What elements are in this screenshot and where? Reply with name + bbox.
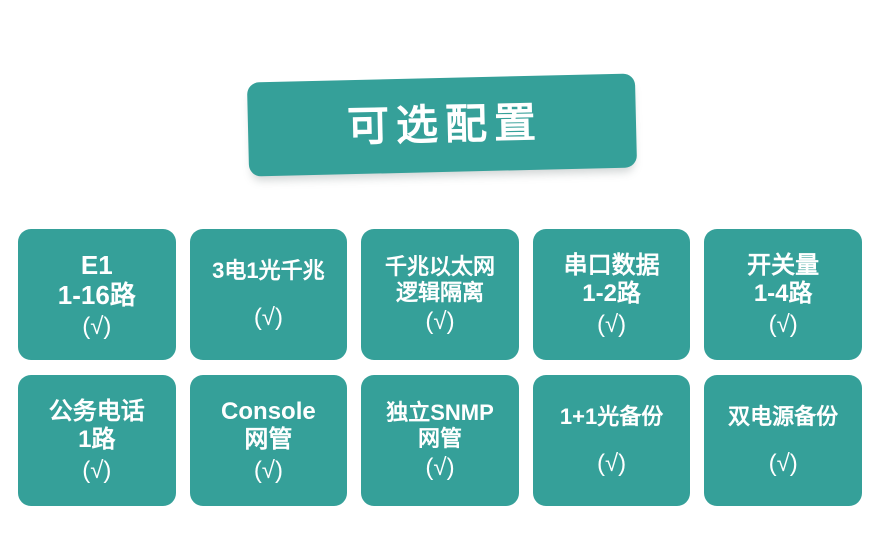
check-icon: (√): [425, 454, 455, 482]
config-card[interactable]: 千兆以太网逻辑隔离(√): [361, 229, 519, 360]
check-icon: (√): [768, 310, 798, 338]
config-card-label: 串口数据: [563, 252, 660, 280]
config-card-label: 公务电话: [48, 398, 145, 426]
config-card-lines: 3电1光千兆 (√): [194, 258, 344, 332]
check-icon: (√): [597, 450, 627, 478]
config-card-label: 1路: [78, 426, 116, 454]
check-icon: (√): [253, 304, 283, 332]
config-card-label: 1-16路: [57, 280, 136, 311]
page-title: 可选配置: [347, 98, 544, 150]
config-card-label: 1-4路: [753, 280, 813, 308]
config-card-label: 双电源备份: [728, 404, 839, 430]
config-card-label: 1+1光备份: [559, 404, 664, 430]
check-icon: (√): [82, 456, 112, 484]
config-card-label: 3电1光千兆: [212, 258, 325, 284]
config-card-label: 千兆以太网: [384, 254, 495, 280]
config-card-label: 1-2路: [582, 280, 641, 308]
config-card-label: 逻辑隔离: [395, 280, 484, 306]
config-card-label: 开关量: [747, 252, 820, 280]
check-icon: (√): [597, 310, 627, 338]
config-card-label: 网管: [244, 426, 293, 454]
banner-area: 可选配置: [0, 0, 880, 200]
config-card-lines: 1+1光备份 (√): [537, 404, 687, 478]
check-icon: (√): [82, 313, 112, 341]
check-icon: (√): [768, 450, 798, 478]
config-card[interactable]: 1+1光备份 (√): [532, 375, 691, 506]
check-icon: (√): [253, 456, 283, 484]
config-card-label: E1: [80, 249, 113, 280]
page-title-banner: 可选配置: [246, 73, 638, 177]
config-card-label: Console: [221, 398, 316, 426]
config-card-label: 网管: [417, 426, 462, 452]
check-icon: (√): [425, 308, 455, 336]
config-card[interactable]: 3电1光千兆 (√): [189, 229, 348, 360]
config-card-lines: 双电源备份 (√): [708, 404, 858, 478]
config-card[interactable]: 双电源备份 (√): [704, 375, 862, 506]
config-card-label: 独立SNMP: [386, 400, 494, 426]
config-card-lines: 千兆以太网逻辑隔离(√): [365, 254, 515, 336]
